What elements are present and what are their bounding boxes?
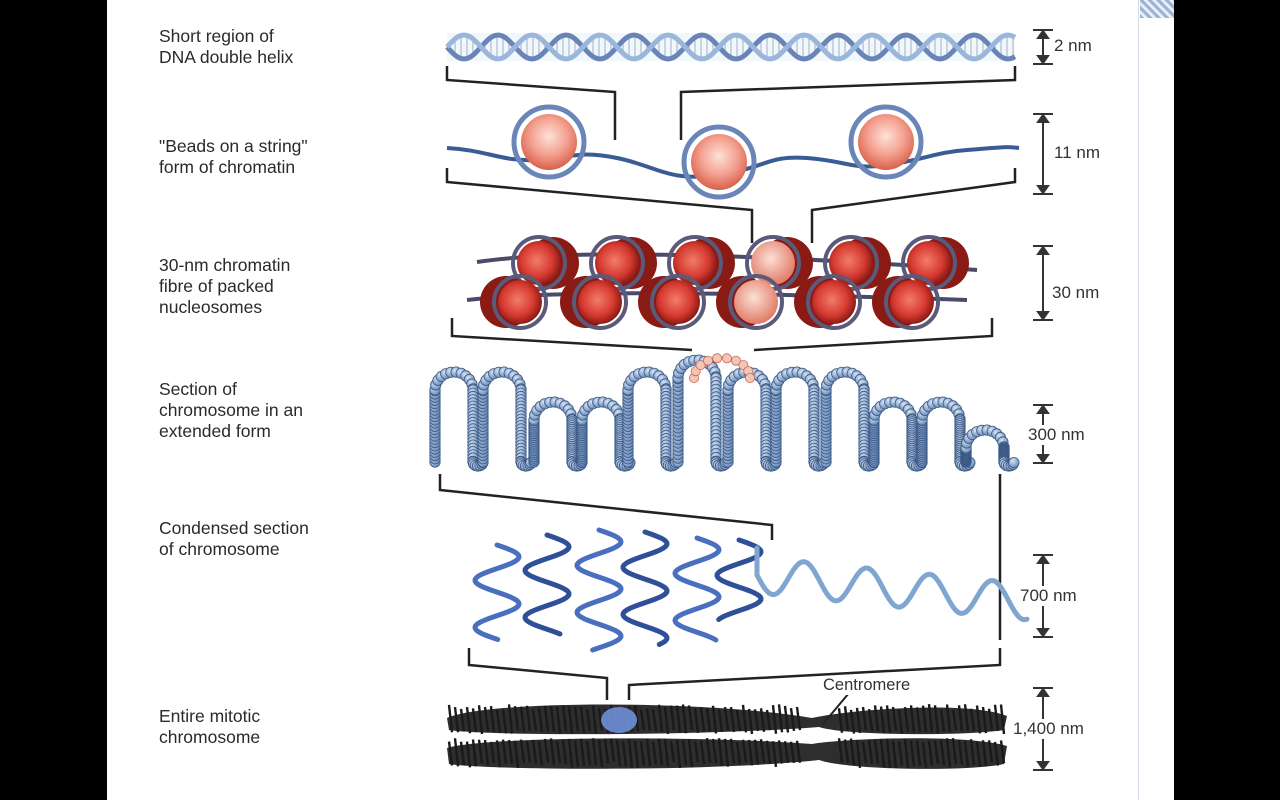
scale-label-30nm: 30 nm bbox=[1051, 283, 1100, 303]
label-condensed-section: Condensed section of chromosome bbox=[159, 518, 309, 560]
scale-label-300nm: 300 nm bbox=[1027, 425, 1086, 445]
packed-nucleosome bbox=[498, 280, 542, 324]
slide: Short region of DNA double helix "Beads … bbox=[107, 0, 1174, 800]
condensed-coil bbox=[577, 530, 621, 650]
scale-label-11nm: 11 nm bbox=[1053, 143, 1101, 163]
highlighted-bead bbox=[745, 373, 754, 382]
condensed-coil bbox=[623, 532, 667, 645]
scale-bar-2nm bbox=[1033, 30, 1053, 64]
centromere-label: Centromere bbox=[822, 676, 911, 695]
scale-bars bbox=[1033, 30, 1053, 770]
packed-nucleosome bbox=[673, 241, 717, 285]
label-30nm-fibre: 30-nm chromatin fibre of packed nucleoso… bbox=[159, 255, 290, 318]
dna-double-helix bbox=[447, 33, 1015, 61]
nucleosome-bead bbox=[684, 127, 754, 197]
highlighted-region bbox=[601, 707, 637, 733]
packed-nucleosome bbox=[829, 241, 873, 285]
packed-nucleosome bbox=[751, 241, 795, 285]
packed-nucleosome bbox=[578, 280, 622, 324]
packed-nucleosome bbox=[907, 241, 951, 285]
scale-label-2nm: 2 nm bbox=[1053, 36, 1093, 56]
packed-nucleosome bbox=[890, 280, 934, 324]
label-beads-on-string: "Beads on a string" form of chromatin bbox=[159, 136, 308, 178]
condensed-coil bbox=[475, 545, 519, 640]
highlighted-bead bbox=[703, 356, 712, 365]
packed-nucleosome bbox=[812, 280, 856, 324]
packed-nucleosome bbox=[517, 241, 561, 285]
extended-tail-coil bbox=[757, 548, 1027, 620]
scale-label-1400nm: 1,400 nm bbox=[1012, 719, 1085, 739]
scale-bar-11nm bbox=[1033, 114, 1053, 194]
condensed-coil bbox=[675, 538, 719, 640]
packed-nucleosome bbox=[734, 280, 778, 324]
highlighted-bead bbox=[722, 354, 731, 363]
chromatin-fibre-30nm bbox=[467, 237, 977, 328]
scale-label-700nm: 700 nm bbox=[1019, 586, 1078, 606]
condensed-coil bbox=[717, 540, 761, 620]
highlighted-bead bbox=[713, 354, 722, 363]
chromatin-bead bbox=[1009, 457, 1019, 467]
label-mitotic-chromosome: Entire mitotic chromosome bbox=[159, 706, 260, 748]
condensed-coil bbox=[525, 535, 569, 634]
nucleosome-bead bbox=[851, 107, 921, 177]
beads-on-a-string bbox=[447, 107, 1019, 197]
extended-chromosome-beads bbox=[430, 354, 1019, 472]
nucleosome-bead bbox=[514, 107, 584, 177]
scale-bar-30nm bbox=[1033, 246, 1053, 320]
connector-condensed-to-mitotic bbox=[469, 648, 1000, 700]
mitotic-chromosome bbox=[447, 704, 1007, 769]
packed-nucleosome bbox=[656, 280, 700, 324]
label-extended-chromosome: Section of chromosome in an extended for… bbox=[159, 379, 303, 442]
condensed-chromosome-coils bbox=[475, 530, 1027, 650]
label-dna-helix: Short region of DNA double helix bbox=[159, 26, 293, 68]
packed-nucleosome bbox=[595, 241, 639, 285]
